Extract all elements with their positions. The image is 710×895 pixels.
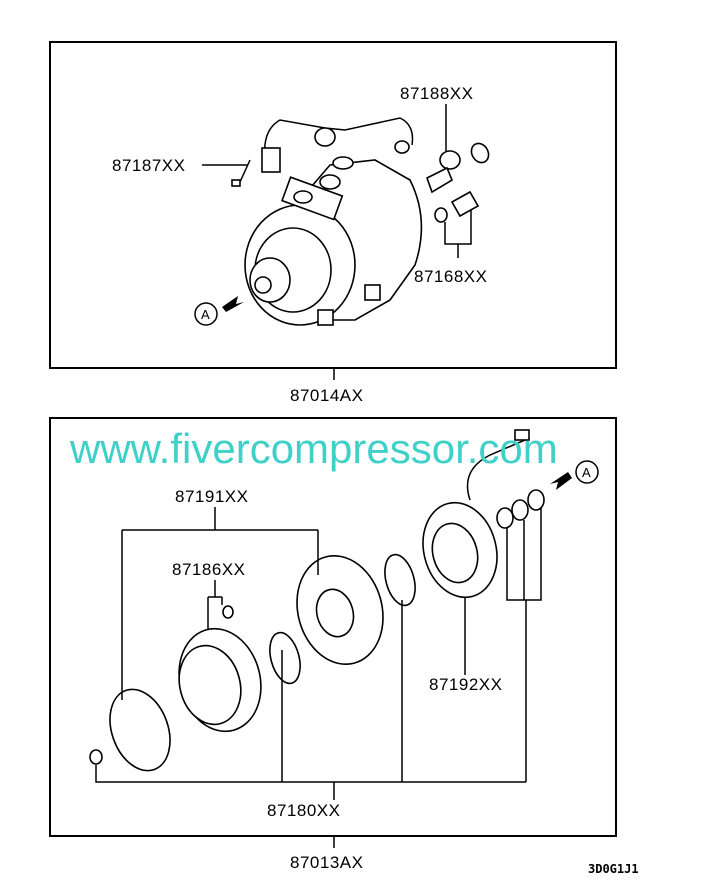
- view-a-letter: A: [201, 307, 210, 322]
- view-a-letter: A: [582, 465, 591, 480]
- view-a-marker-upper: A: [194, 296, 244, 326]
- upper-panel: 87188XX 87187XX 87168XX A: [49, 41, 617, 380]
- label-87192: 87192XX: [429, 675, 502, 694]
- label-87168: 87168XX: [414, 267, 487, 286]
- assembly-87014: 87014AX: [290, 386, 363, 405]
- clutch-parts-drawing: [89, 429, 545, 772]
- label-87188: 87188XX: [400, 84, 473, 103]
- wire-harness-drawing: [231, 117, 414, 187]
- view-a-marker-lower: A: [550, 460, 599, 490]
- lower-panel-frame: [49, 417, 617, 837]
- label-87191: 87191XX: [175, 487, 248, 506]
- valve-parts-drawing: [426, 104, 490, 258]
- label-87187: 87187XX: [112, 156, 185, 175]
- arrow-icon: [222, 296, 244, 312]
- arrow-icon: [550, 472, 572, 490]
- compressor-body-drawing: [244, 156, 423, 326]
- leader-lines: [95, 507, 542, 800]
- drawing-code: 3D0G1J1: [588, 862, 639, 876]
- label-87186: 87186XX: [172, 560, 245, 579]
- view-a-circle: [194, 302, 218, 326]
- upper-panel-frame: [49, 41, 617, 369]
- lower-panel: 87191XX 87186XX 87192XX 87180XX A: [49, 417, 617, 848]
- view-a-circle: [575, 460, 599, 484]
- assembly-87013: 87013AX: [290, 853, 363, 872]
- label-87180: 87180XX: [267, 801, 340, 820]
- watermark: www.fivercompressor.com: [69, 425, 558, 472]
